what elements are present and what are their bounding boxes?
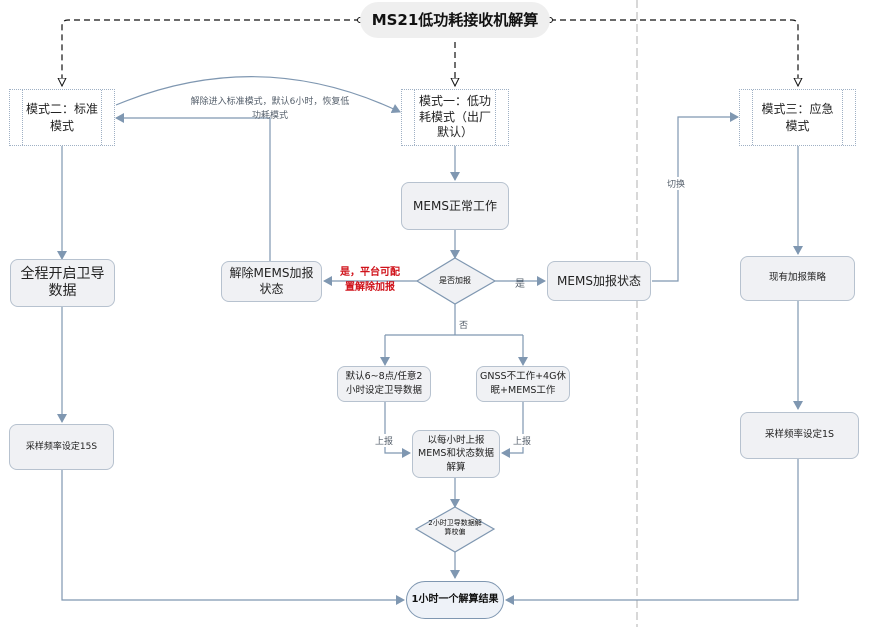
hourly-report-text: 以每小时上报MEMS和状态数据解算	[418, 435, 494, 473]
sample-15s-text: 采样频率设定15S	[25, 441, 98, 452]
no-label: 否	[459, 321, 469, 331]
decision-no-branch	[385, 304, 523, 336]
sample-1s-text: 采样频率设定1S	[764, 429, 835, 441]
decision-calibrate-text: 2小时卫导数据解算校偏	[428, 519, 482, 537]
sample15-to-result-connector	[61, 470, 405, 605]
mode-standard-box: 模式二：标准模式	[9, 89, 115, 146]
full-gnss-text: 全程开启卫导数据	[20, 265, 105, 300]
yes-platform-label: 是，平台可配置解除加报	[340, 267, 400, 293]
gnssoff-to-hourly-connector	[501, 402, 524, 458]
diagram-title: MS21低功耗接收机解算	[360, 2, 550, 38]
mems-normal-text: MEMS正常工作	[413, 198, 497, 213]
mems-alarm-text: MEMS加报状态	[557, 273, 641, 288]
mode-lowpower-label: 模式一：低功耗模式（出厂默认）	[418, 94, 491, 140]
mems-normal-node: MEMS正常工作	[401, 182, 509, 230]
mems-alarm-node: MEMS加报状态	[547, 261, 651, 301]
mode-emergency-label: 模式三：应急模式	[761, 102, 834, 133]
report-right-label: 上报	[513, 434, 532, 447]
existing-strategy-node: 现有加报策略	[740, 256, 855, 301]
result-terminal: 1小时一个解算结果	[406, 581, 504, 619]
release-alarm-node: 解除MEMS加报状态	[221, 261, 322, 302]
release-to-standard-connector	[115, 113, 271, 262]
release-alarm-text: 解除MEMS加报状态	[229, 265, 314, 296]
decision-alarm-text: 是否加报	[439, 276, 471, 285]
sample-1s-node: 采样频率设定1S	[740, 412, 859, 459]
mode-lowpower-box: 模式一：低功耗模式（出厂默认）	[401, 89, 509, 146]
mode-emergency-box: 模式三：应急模式	[739, 89, 856, 146]
report-left-label: 上报	[375, 434, 394, 447]
sample1-to-result-connector	[505, 459, 799, 605]
yes-label: 是	[515, 279, 525, 290]
full-gnss-node: 全程开启卫导数据	[10, 259, 115, 307]
result-text: 1小时一个解算结果	[411, 594, 499, 606]
mode-standard-label: 模式二：标准模式	[26, 102, 99, 133]
gnss-off-node: GNSS不工作+4G休眠+MEMS工作	[476, 366, 570, 402]
sample-15s-node: 采样频率设定15S	[9, 424, 114, 470]
existing-strategy-text: 现有加报策略	[768, 272, 826, 284]
default-to-hourly-connector	[384, 402, 411, 458]
title-to-standard-connector	[62, 19, 360, 86]
release-note-label: 解除进入标准模式，默认6小时，恢复低功耗模式	[190, 97, 350, 121]
default-gnss-text: 默认6~8点/任意2小时设定卫导数据	[345, 371, 423, 396]
diagram-title-text: MS21低功耗接收机解算	[371, 10, 539, 29]
decision-alarm-diamond	[415, 257, 497, 305]
hourly-report-node: 以每小时上报MEMS和状态数据解算	[412, 430, 500, 478]
switch-label: 切换	[667, 177, 686, 190]
title-to-emergency-connector	[550, 19, 798, 86]
decision-calibrate-diamond	[414, 506, 496, 553]
standard-to-lowpower-arc	[115, 76, 401, 114]
alarm-to-emergency-connector	[652, 112, 739, 282]
default-gnss-node: 默认6~8点/任意2小时设定卫导数据	[337, 366, 431, 402]
gnss-off-text: GNSS不工作+4G休眠+MEMS工作	[480, 371, 566, 396]
